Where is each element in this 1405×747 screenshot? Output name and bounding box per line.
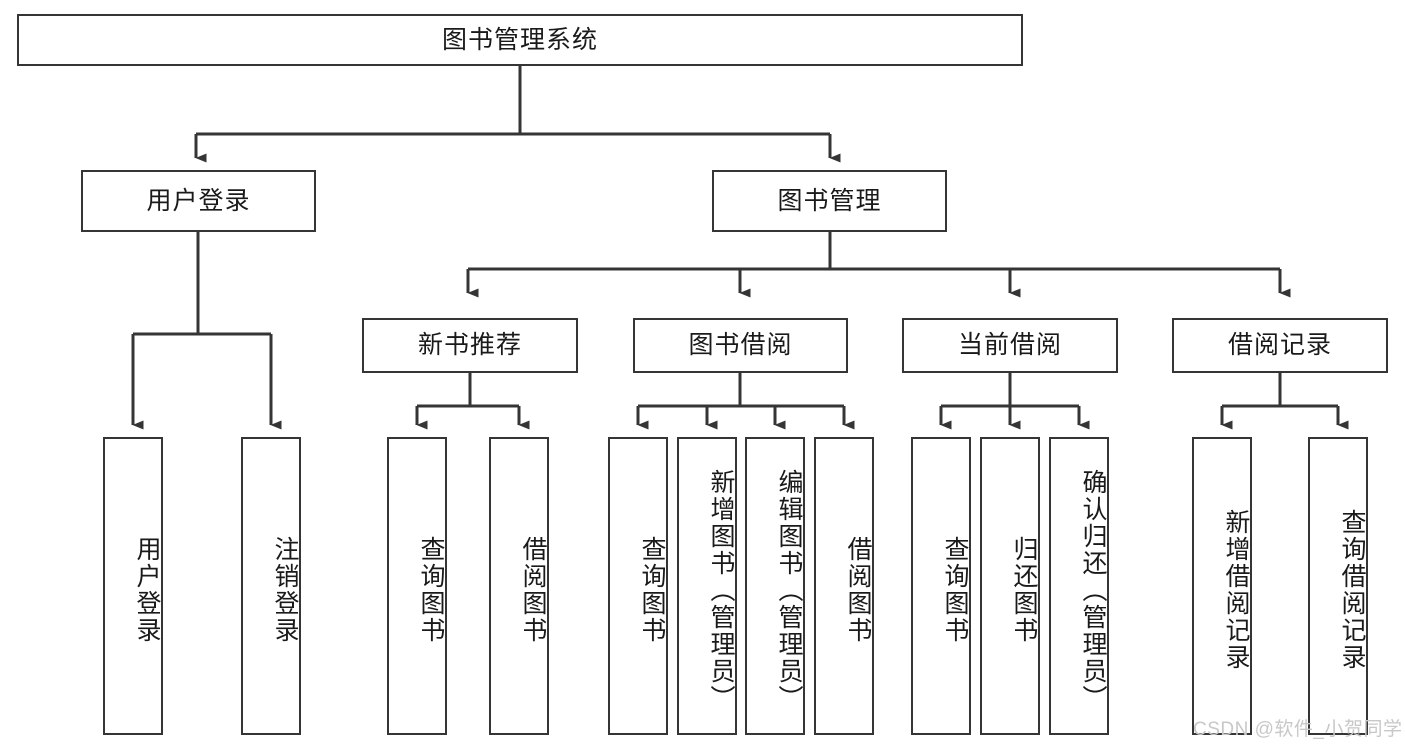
leaf-current-borrow-query-book[interactable]: 查询图书	[911, 437, 971, 735]
leaf-new-book-borrow-book[interactable]: 借阅图书	[489, 437, 549, 735]
node-label: 图书管理	[777, 186, 882, 215]
node-label: 归还图书	[1010, 536, 1038, 644]
node-label: 用户登录	[146, 186, 251, 215]
edge-current-borrow-to-leaves	[939, 373, 1090, 430]
node-label: 借阅记录	[1227, 331, 1332, 359]
node-label: 编辑图书（管理员）	[775, 468, 803, 712]
edge-root-to-level2	[194, 66, 841, 163]
edge-book-mgmt-to-level3	[466, 232, 1291, 298]
node-book-borrow[interactable]: 图书借阅	[633, 318, 848, 373]
node-label: 借阅图书	[519, 536, 547, 644]
edge-new-book-to-leaves	[415, 373, 530, 430]
node-label: 查询图书	[417, 536, 445, 644]
node-current-borrow[interactable]: 当前借阅	[902, 318, 1118, 373]
node-label: 当前借阅	[957, 331, 1062, 359]
node-label: 新增借阅记录	[1222, 509, 1250, 671]
leaf-borrow-record-query-record[interactable]: 查询借阅记录	[1308, 437, 1368, 735]
leaf-book-borrow-query-book[interactable]: 查询图书	[608, 437, 668, 735]
node-label: 图书管理系统	[441, 25, 598, 54]
leaf-current-borrow-confirm-return-admin[interactable]: 确认归还（管理员）	[1049, 437, 1109, 735]
node-label: 用户登录	[133, 536, 161, 644]
node-label: 注销登录	[271, 536, 299, 644]
node-new-book-recommend[interactable]: 新书推荐	[362, 318, 578, 373]
node-book-management[interactable]: 图书管理	[712, 170, 947, 232]
leaf-book-borrow-borrow-book[interactable]: 借阅图书	[814, 437, 874, 735]
node-label: 查询图书	[638, 536, 666, 644]
node-label: 查询借阅记录	[1338, 509, 1366, 671]
edge-book-borrow-to-leaves	[636, 373, 855, 430]
node-borrow-record[interactable]: 借阅记录	[1172, 318, 1388, 373]
edge-user-login-to-leaves	[131, 232, 282, 430]
node-label: 借阅图书	[844, 536, 872, 644]
leaf-book-borrow-add-book-admin[interactable]: 新增图书（管理员）	[677, 437, 737, 735]
node-label: 图书借阅	[688, 331, 793, 359]
leaf-new-book-query-book[interactable]: 查询图书	[387, 437, 447, 735]
leaf-user-login-login[interactable]: 用户登录	[103, 437, 163, 735]
node-label: 新书推荐	[417, 331, 522, 359]
leaf-book-borrow-edit-book-admin[interactable]: 编辑图书（管理员）	[745, 437, 805, 735]
node-user-login[interactable]: 用户登录	[81, 170, 316, 232]
node-label: 查询图书	[941, 536, 969, 644]
leaf-current-borrow-return-book[interactable]: 归还图书	[980, 437, 1040, 735]
leaf-user-login-logout[interactable]: 注销登录	[241, 437, 301, 735]
node-label: 确认归还（管理员）	[1079, 468, 1107, 712]
node-root-book-management-system[interactable]: 图书管理系统	[17, 14, 1023, 66]
node-label: 新增图书（管理员）	[707, 468, 735, 712]
edge-borrow-record-to-leaves	[1220, 373, 1349, 430]
leaf-borrow-record-add-record[interactable]: 新增借阅记录	[1192, 437, 1252, 735]
